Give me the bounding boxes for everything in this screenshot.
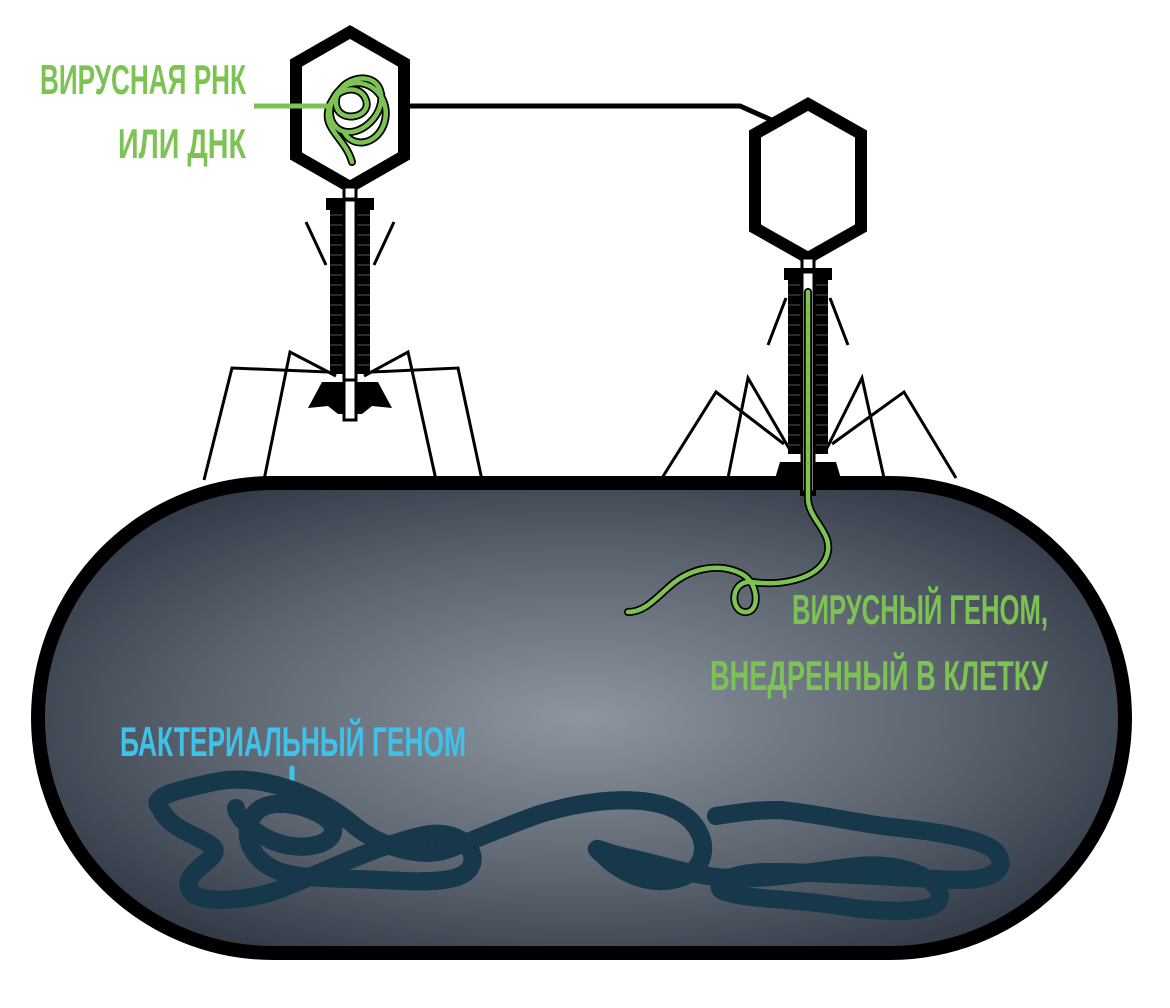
bacteriophage-left	[202, 25, 484, 481]
bacteriophage-right	[624, 97, 958, 616]
labels: ВИРУСНАЯ РНК ИЛИ ДНК ВИРУСНЫЙ ГЕНОМ, ВНЕ…	[40, 56, 1049, 765]
label-viral-rna-line1: ВИРУСНАЯ РНК	[40, 56, 246, 103]
tail-fibers-left	[202, 221, 484, 481]
label-viral-genome-line2: ВНЕДРЕННЫЙ В КЛЕТКУ	[710, 651, 1049, 699]
injected-viral-genome	[625, 289, 831, 615]
bacterial-cell	[31, 476, 1132, 960]
capsid-right	[749, 97, 867, 265]
label-bacterial-genome: БАКТЕРИАЛЬНЫЙ ГЕНОМ	[120, 717, 466, 765]
bacterial-genome	[157, 765, 1000, 911]
tail-fibers-right	[660, 297, 958, 479]
connector-lines	[254, 103, 778, 125]
label-viral-genome-line1: ВИРУСНЫЙ ГЕНОМ,	[792, 585, 1048, 633]
label-viral-rna-line2: ИЛИ ДНК	[118, 120, 246, 167]
